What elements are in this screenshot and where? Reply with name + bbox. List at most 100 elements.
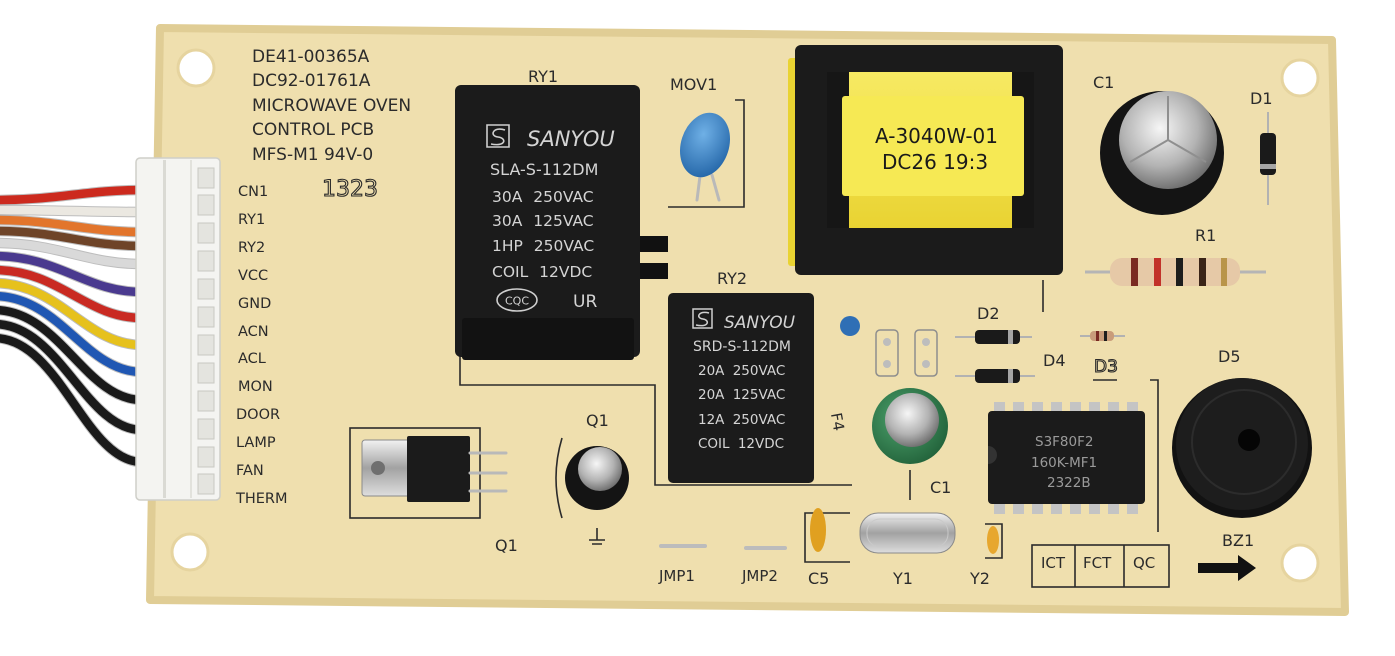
board-title-line-1: MICROWAVE OVEN	[252, 96, 411, 116]
part-number-2: DC92-01761A	[252, 71, 371, 91]
mounting-hole	[176, 48, 216, 88]
relay-2-rating: 20A 125VAC	[698, 387, 785, 403]
part-number-1: DE41-00365A	[252, 47, 370, 67]
relay-1-rating: COIL 12VDC	[492, 263, 592, 281]
silkscreen-trace	[459, 335, 852, 486]
crystal-y2	[987, 526, 999, 554]
wire	[0, 292, 143, 377]
ground-icon	[589, 528, 605, 545]
relay-2-brand: SANYOU	[724, 313, 796, 333]
mounting-hole	[1280, 543, 1320, 583]
wire	[0, 226, 143, 251]
transformer-label-1: A-3040W-01	[875, 124, 998, 148]
pin-label: DOOR	[236, 407, 280, 423]
buzzer-ref: BZ1	[1222, 531, 1254, 550]
pin-label: MON	[238, 379, 273, 395]
wire	[0, 205, 143, 217]
pin-label: RY2	[238, 240, 265, 256]
wire	[0, 266, 143, 323]
relay-ry2: SANYOU SRD-S-112DM 20A 250VAC 20A 125VAC…	[668, 293, 814, 483]
capacitor-c1-green-ref: C1	[930, 478, 951, 497]
pin-label: LAMP	[236, 435, 276, 451]
microcontroller-ic: S3F80F2 160K-MF1 2322B	[988, 402, 1145, 514]
pin-label: THERM	[235, 491, 288, 507]
silkscreen-outline	[985, 523, 1003, 559]
connector-ref: CN1	[238, 184, 268, 200]
cqc-logo	[496, 288, 538, 312]
pin-label: ACL	[238, 351, 266, 367]
crystal-y1	[859, 512, 956, 554]
pin-label: ACN	[238, 324, 269, 340]
relay-1-rating: 30A 250VAC	[492, 188, 594, 206]
relay-2-rating: 12A 250VAC	[698, 412, 785, 428]
cn1-connector	[135, 157, 221, 501]
wire	[0, 320, 143, 435]
electrolytic-capacitor-c1	[1100, 91, 1224, 215]
relay-1-ref: RY1	[528, 67, 558, 86]
ic-marking-3: 2322B	[1047, 475, 1091, 491]
f4-ref: F4	[827, 411, 848, 432]
diode-d4	[955, 369, 1035, 383]
diode-d1-ref: D1	[1250, 89, 1273, 108]
relay-2-model: SRD-S-112DM	[693, 339, 791, 355]
diode-d1	[1260, 112, 1276, 205]
sanyou-logo	[486, 124, 510, 148]
board-material: MFS-M1 94V-0	[252, 145, 373, 165]
q1-reg-ref: Q1	[495, 536, 518, 555]
relay-2-rating: 20A 250VAC	[698, 363, 785, 379]
wire	[0, 185, 143, 205]
silkscreen-outline	[804, 512, 850, 563]
wire-harness	[0, 184, 143, 468]
ic-marking-1: S3F80F2	[1035, 434, 1093, 450]
test-box-label: QC	[1133, 554, 1155, 572]
small-resistor	[1080, 331, 1125, 341]
test-box-label: ICT	[1041, 554, 1066, 572]
relay-ry1: SANYOU SLA-S-112DM 30A 250VAC 30A 125VAC…	[455, 85, 668, 360]
transformer-label-2: DC26 19:3	[882, 150, 988, 174]
resistor-r1	[1085, 258, 1266, 286]
relay-1-brand: SANYOU	[527, 127, 615, 151]
jumper-ref: JMP2	[741, 567, 778, 585]
wire	[0, 279, 143, 350]
sanyou-logo	[692, 308, 713, 329]
test-stamp-boxes	[1031, 544, 1170, 588]
pin-label: GND	[238, 296, 271, 312]
diode-d5-ref: D5	[1218, 347, 1241, 366]
wire	[0, 238, 143, 269]
wire	[0, 215, 143, 237]
diode-d4-ref: D4	[1043, 351, 1066, 370]
mounting-hole	[170, 532, 210, 572]
test-box-label: FCT	[1083, 554, 1112, 572]
transistor-pads	[875, 329, 938, 377]
resistor-r1-ref: R1	[1195, 226, 1216, 245]
silkscreen-trace	[1150, 379, 1159, 532]
board-title-line-2: CONTROL PCB	[252, 120, 374, 140]
diode-d2	[955, 330, 1032, 344]
crystal-y2-ref: Y2	[969, 569, 990, 588]
relay-1-ul-mark: UR	[573, 292, 597, 312]
diode-d2-ref: D2	[977, 304, 1000, 323]
relay-1-model: SLA-S-112DM	[490, 160, 598, 179]
relay-1-rating: 1HP 250VAC	[492, 237, 594, 255]
pin-label: RY1	[238, 212, 265, 228]
mounting-hole	[1280, 58, 1320, 98]
varistor-ref: MOV1	[670, 75, 717, 94]
wire	[0, 334, 143, 467]
buzzer-bz1	[1172, 378, 1312, 518]
q1-cap-ref: Q1	[586, 411, 609, 430]
crystal-y1-ref: Y1	[892, 569, 913, 588]
capacitor-c5-ref: C5	[808, 569, 829, 588]
electrolytic-capacitor-q1	[565, 446, 629, 510]
varistor-mov1	[680, 112, 730, 202]
transformer: A-3040W-01 DC26 19:3	[788, 45, 1063, 275]
relay-2-rating: COIL 12VDC	[698, 436, 784, 452]
capacitor-c1-ref: C1	[1093, 73, 1114, 92]
wire	[0, 251, 143, 297]
pin-label: FAN	[236, 463, 264, 479]
ic-marking-2: 160K-MF1	[1031, 455, 1097, 471]
jumper-ref: JMP1	[658, 567, 695, 585]
silkscreen-outline	[668, 99, 745, 208]
electrolytic-capacitor-c1-green	[872, 388, 948, 464]
relay-1-cert-mark: CQC	[505, 295, 529, 308]
